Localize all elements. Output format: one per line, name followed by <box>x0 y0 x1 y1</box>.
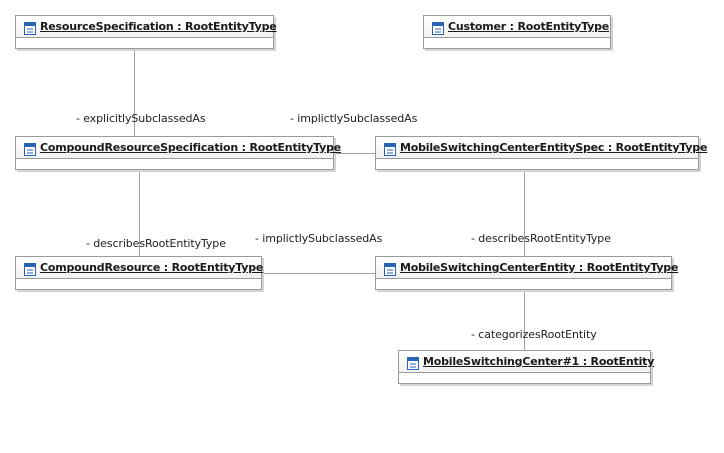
class-box-title: CompoundResourceSpecification : RootEnti… <box>40 141 342 154</box>
class-box-title: MobileSwitchingCenterEntitySpec : RootEn… <box>400 141 708 154</box>
class-box-resource-specification[interactable]: ResourceSpecification : RootEntityType <box>15 15 277 49</box>
class-box-mobile-switching-center-entity[interactable]: MobileSwitchingCenterEntity : RootEntity… <box>375 256 678 290</box>
class-instance-icon <box>407 355 419 370</box>
connector-label-categorizes: - categorizesRootEntity <box>471 328 597 341</box>
class-box-customer[interactable]: Customer : RootEntityType <box>423 15 611 49</box>
class-box-title: CompoundResource : RootEntityType <box>40 261 264 274</box>
class-box-mobile-switching-center-entity-spec[interactable]: MobileSwitchingCenterEntitySpec : RootEn… <box>375 136 707 170</box>
class-box-header: CompoundResourceSpecification : RootEnti… <box>16 137 341 159</box>
class-box-title: ResourceSpecification : RootEntityType <box>40 20 277 33</box>
class-box-header: MobileSwitchingCenterEntity : RootEntity… <box>376 257 678 279</box>
class-box-body <box>376 159 698 169</box>
class-box-title: MobileSwitchingCenterEntity : RootEntity… <box>400 261 679 274</box>
connector-label-implictly-subclassed-top: - implictlySubclassedAs <box>290 112 418 125</box>
class-box-header: MobileSwitchingCenter#1 : RootEntity <box>399 351 654 373</box>
connector-label-describes-left: - describesRootEntityType <box>86 237 226 250</box>
connector-label-implictly-subclassed-bottom: - implictlySubclassedAs <box>255 232 383 245</box>
connector-label-explicitly-subclassed: - explicitlySubclassedAs <box>76 112 206 125</box>
class-box-title: Customer : RootEntityType <box>448 20 610 33</box>
class-instance-icon <box>384 261 396 276</box>
class-instance-icon <box>24 261 36 276</box>
class-box-title: MobileSwitchingCenter#1 : RootEntity <box>423 355 655 368</box>
class-box-header: MobileSwitchingCenterEntitySpec : RootEn… <box>376 137 707 159</box>
connector-label-describes-right: - describesRootEntityType <box>471 232 611 245</box>
class-instance-icon <box>432 20 444 35</box>
class-box-mobile-switching-center-1[interactable]: MobileSwitchingCenter#1 : RootEntity <box>398 350 654 384</box>
class-box-header: CompoundResource : RootEntityType <box>16 257 264 279</box>
class-box-body <box>16 38 273 48</box>
class-box-body <box>424 38 610 48</box>
class-box-compound-resource-specification[interactable]: CompoundResourceSpecification : RootEnti… <box>15 136 341 170</box>
class-box-body <box>399 373 650 383</box>
class-box-compound-resource[interactable]: CompoundResource : RootEntityType <box>15 256 264 290</box>
class-box-body <box>376 279 671 289</box>
class-instance-icon <box>24 20 36 35</box>
class-box-header: Customer : RootEntityType <box>424 16 610 38</box>
class-box-body <box>16 279 261 289</box>
class-box-body <box>16 159 333 169</box>
class-box-header: ResourceSpecification : RootEntityType <box>16 16 277 38</box>
class-instance-icon <box>384 141 396 156</box>
class-instance-icon <box>24 141 36 156</box>
